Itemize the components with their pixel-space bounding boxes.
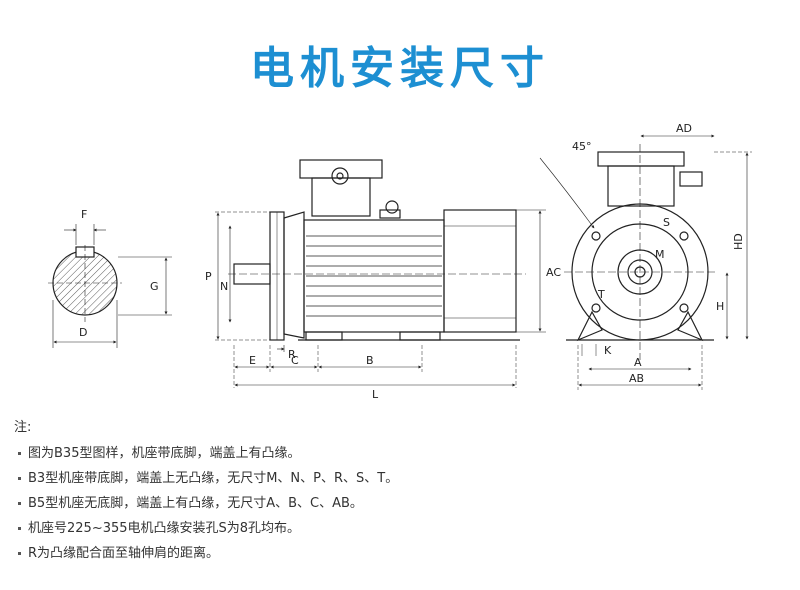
dim-label-r: R [288,348,296,361]
note-item: R为凸缘配合面至轴伸肩的距离。 [14,541,794,566]
note-item: 机座号225~355电机凸缘安装孔S为8孔均布。 [14,516,794,541]
dim-label-angle: 45° [572,140,592,153]
end-view [539,134,752,390]
motor-dimension-drawing: F G D [48,122,752,400]
dim-label-f: F [81,208,87,221]
page-title: 电机安装尺寸 [250,43,550,94]
dim-label-g: G [150,280,159,293]
dim-label-d: D [79,326,87,339]
dim-label-s: S [663,216,670,229]
shaft-section [48,224,172,348]
dim-label-p: P [205,270,212,283]
note-item: B5型机座无底脚，端盖上有凸缘，无尺寸A、B、C、AB。 [14,491,794,516]
dim-label-b: B [366,354,374,367]
note-item: 图为B35型图样，机座带底脚，端盖上有凸缘。 [14,441,794,466]
dim-label-h: H [716,300,724,313]
dim-label-l: L [372,388,379,400]
dim-label-e: E [249,354,256,367]
notes-heading: 注: [14,420,32,435]
notes-list: 图为B35型图样，机座带底脚，端盖上有凸缘。 B3型机座带底脚，端盖上无凸缘，无… [14,441,794,566]
dim-label-c: C [291,354,299,367]
dim-label-ac: AC [546,266,561,279]
dim-label-ad: AD [676,122,692,135]
dim-label-n: N [220,280,228,293]
side-view [215,159,546,388]
dim-label-t: T [597,288,605,301]
dim-label-a: A [634,356,642,369]
dim-label-m: M [655,248,665,261]
notes-section: 注: 图为B35型图样，机座带底脚，端盖上有凸缘。 B3型机座带底脚，端盖上无凸… [14,416,794,566]
dim-label-hd: HD [732,233,745,250]
note-item: B3型机座带底脚，端盖上无凸缘，无尺寸M、N、P、R、S、T。 [14,466,794,491]
dim-label-ab: AB [629,372,644,385]
dim-label-k: K [604,344,612,357]
